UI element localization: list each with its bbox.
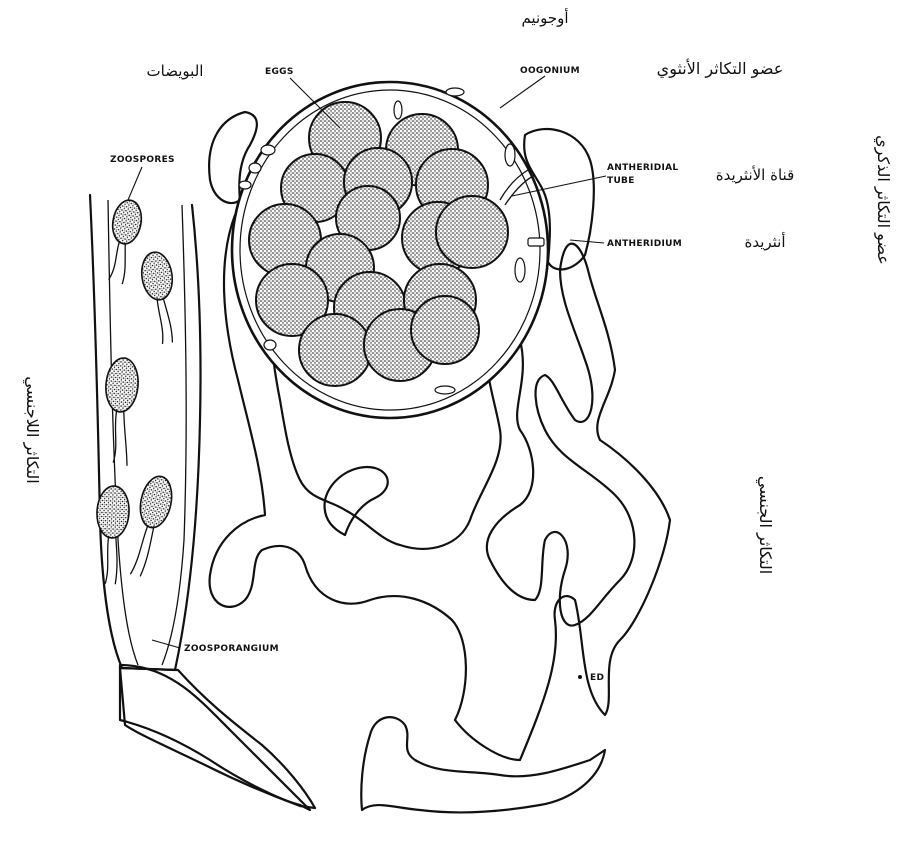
zoospores-group <box>93 198 181 585</box>
zoospore <box>93 485 130 585</box>
wall-pit <box>239 181 251 189</box>
wall-pit <box>446 88 464 96</box>
label-eggs: EGGS <box>265 67 294 77</box>
label-ar-female-organ: عضو التكاثر الأنثوي <box>657 58 784 79</box>
label-ar-antheridial-tube: قناة الأنثريدة <box>716 165 795 184</box>
wall-pit <box>261 145 275 155</box>
oogonium <box>232 82 548 418</box>
label-zoospores: ZOOSPORES <box>110 155 175 165</box>
hypha-loop <box>325 467 388 535</box>
label-ar-eggs: البويضات <box>147 62 204 80</box>
wall-pit <box>394 101 402 119</box>
wall-pit <box>264 340 276 350</box>
egg <box>299 314 371 386</box>
wall-pit <box>515 258 525 282</box>
zoospore <box>126 473 177 579</box>
zoospore <box>99 357 140 466</box>
label-ed: ED <box>590 673 604 683</box>
hypha-lower-center <box>361 717 605 812</box>
egg <box>436 196 508 268</box>
wall-pit <box>249 163 261 173</box>
label-antheridial-tube-1: ANTHERIDIAL <box>607 163 678 173</box>
label-antheridium: ANTHERIDIUM <box>607 239 682 249</box>
label-zoosporangium: ZOOSPORANGIUM <box>184 644 279 654</box>
wall-pit <box>505 144 515 166</box>
label-ar-oogonium: أوجونيم <box>521 8 568 27</box>
label-antheridial-tube-2: TUBE <box>607 176 635 186</box>
label-ar-sexual: التكاثر الجنسي <box>755 476 775 574</box>
label-ar-antheridium: أنثريدة <box>744 232 785 251</box>
label-ar-male-organ: عضو التكاثر الذكري <box>873 135 893 265</box>
egg <box>411 296 479 364</box>
wall-pit <box>435 386 455 394</box>
label-oogonium: OOGONIUM <box>520 66 580 76</box>
wall-pit <box>528 238 544 246</box>
zoospore <box>139 250 182 345</box>
label-ar-asexual: التكاثر اللاجنسي <box>22 376 42 483</box>
